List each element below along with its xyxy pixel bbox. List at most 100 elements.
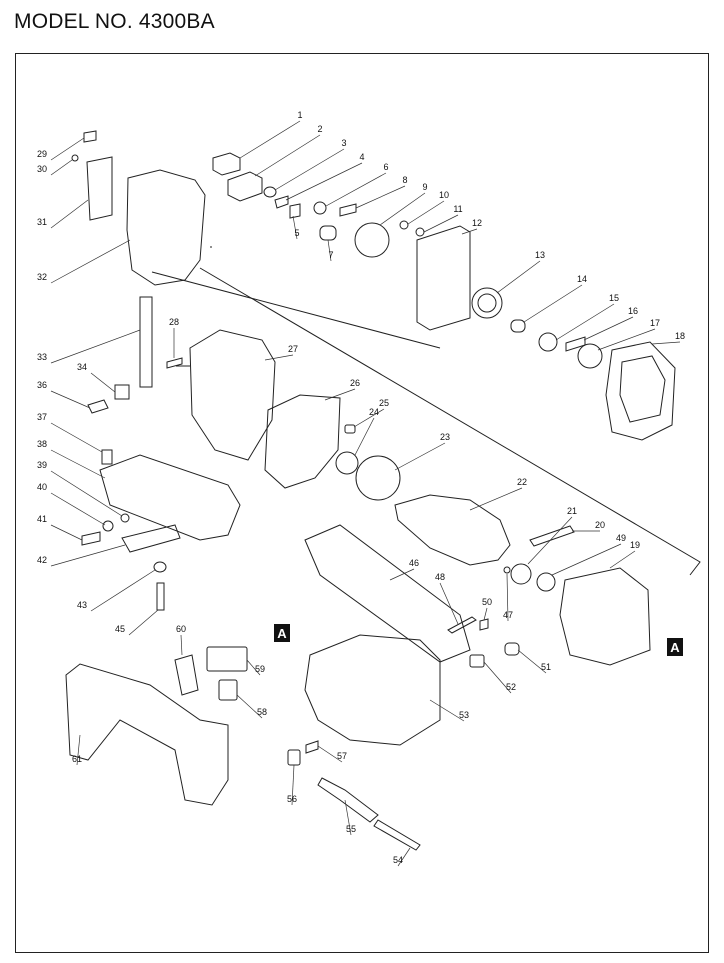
leader-line-15 [555, 303, 615, 341]
part-41-screw [81, 531, 101, 546]
leader-line-39 [50, 470, 123, 517]
part-58-capacitor [218, 679, 238, 701]
part-label-17: 17 [650, 318, 660, 328]
part-60-switch-lever [174, 654, 199, 696]
leader-line-6 [325, 172, 387, 207]
part-label-22: 22 [517, 477, 527, 487]
part-label-2: 2 [317, 124, 322, 134]
leader-line-56 [291, 764, 295, 806]
model-title: MODEL NO. 4300BA [14, 10, 215, 33]
leader-line-23 [394, 442, 446, 471]
leader-line-24 [354, 417, 375, 456]
leader-line-43 [90, 569, 156, 612]
part-label-51: 51 [541, 662, 551, 672]
leader-line-26 [324, 388, 356, 401]
leader-line-54 [397, 847, 411, 867]
leader-line-59 [246, 659, 261, 676]
part-2-block [227, 171, 263, 202]
part-21-bearing [510, 563, 532, 585]
leader-line-14 [523, 284, 583, 323]
part-18-gasket [605, 341, 676, 441]
part-label-26: 26 [350, 378, 360, 388]
leader-line-33 [50, 329, 141, 364]
part-23-fan [355, 455, 401, 501]
leader-line-45 [128, 609, 159, 636]
part-label-31: 31 [37, 217, 47, 227]
part-40-cap [102, 520, 114, 532]
leader-line-52 [483, 661, 512, 694]
part-48-screw [447, 616, 477, 634]
part-label-19: 19 [630, 540, 640, 550]
part-45-bolt [156, 582, 165, 611]
leader-line-42 [50, 544, 126, 567]
part-38-base [99, 454, 241, 541]
part-28-screw [166, 357, 183, 369]
part-label-24: 24 [369, 407, 379, 417]
part-32-gear-housing-cover [126, 169, 206, 286]
part-label-52: 52 [506, 682, 516, 692]
part-34-holder [114, 384, 130, 400]
part-56-clamp [287, 749, 301, 766]
part-label-8: 8 [402, 175, 407, 185]
leader-line-4 [285, 162, 363, 201]
part-label-28: 28 [169, 317, 179, 327]
part-31-cover-plate [86, 156, 113, 221]
part-label-59: 59 [255, 664, 265, 674]
part-13-gear [471, 287, 503, 319]
leader-line-34 [90, 372, 116, 393]
part-label-21: 21 [567, 506, 577, 516]
part-17-disk [577, 343, 603, 369]
leader-line-58 [236, 694, 263, 719]
part-label-15: 15 [609, 293, 619, 303]
part-label-48: 48 [435, 572, 445, 582]
part-37-bolt [101, 449, 113, 465]
part-8-screw [339, 203, 357, 217]
leader-line-60 [180, 634, 183, 656]
part-label-56: 56 [287, 794, 297, 804]
part-6-ring [313, 201, 327, 215]
part-label-27: 27 [288, 344, 298, 354]
leader-line-5 [292, 215, 298, 240]
leader-line-19 [609, 550, 636, 569]
part-label-3: 3 [341, 138, 346, 148]
part-label-25: 25 [379, 398, 389, 408]
part-26-baffle [264, 394, 341, 489]
leader-line-32 [50, 239, 131, 284]
part-label-40: 40 [37, 482, 47, 492]
part-1-block [212, 152, 241, 176]
reference-mark-a: A [274, 624, 290, 642]
leader-line-18 [651, 341, 681, 345]
leader-line-25 [353, 408, 385, 428]
guide-line-long [199, 267, 701, 576]
reference-mark-letter: A [277, 626, 287, 641]
part-label-55: 55 [346, 824, 356, 834]
leader-line-9 [379, 192, 426, 226]
part-label-42: 42 [37, 555, 47, 565]
part-3-washer [263, 186, 277, 198]
part-label-30: 30 [37, 164, 47, 174]
part-label-6: 6 [383, 162, 388, 172]
part-15-washer [538, 332, 558, 352]
leader-line-36 [50, 390, 91, 409]
part-55-strain-relief [317, 777, 379, 823]
leader-line-38 [50, 449, 106, 479]
part-5-clip [289, 203, 301, 219]
part-label-47: 47 [503, 610, 513, 620]
reference-mark-a: A [667, 638, 683, 656]
leader-line-10 [407, 200, 445, 225]
part-9-cam [354, 222, 390, 258]
part-54-cord [373, 819, 421, 851]
leader-line-1 [239, 120, 301, 159]
part-11-washer [415, 227, 425, 237]
leader-line-8 [355, 185, 406, 209]
part-label-38: 38 [37, 439, 47, 449]
leader-line-61 [76, 734, 81, 766]
diagram-frame [15, 53, 709, 953]
part-label-43: 43 [77, 600, 87, 610]
part-label-49: 49 [616, 533, 626, 543]
part-label-58: 58 [257, 707, 267, 717]
part-12-slider-plate [416, 225, 471, 331]
part-label-60: 60 [176, 624, 186, 634]
part-label-61: 61 [72, 754, 82, 764]
